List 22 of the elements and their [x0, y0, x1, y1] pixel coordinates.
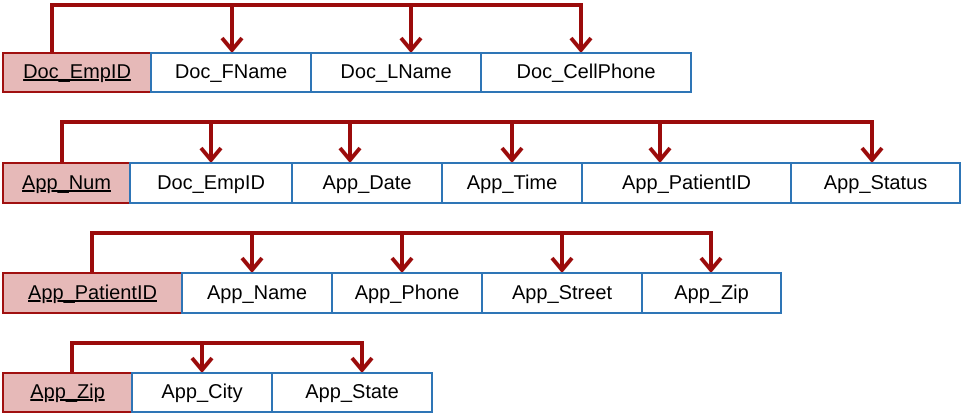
attribute-box: App_Time — [441, 162, 583, 204]
key-attribute-box: App_Num — [2, 162, 131, 204]
attribute-box: Doc_FName — [150, 52, 312, 93]
attribute-box: App_State — [271, 372, 433, 413]
key-attribute-box: App_Zip — [2, 372, 133, 413]
attribute-box: Doc_LName — [310, 52, 482, 93]
attribute-box: Doc_CellPhone — [480, 52, 692, 93]
attribute-box: App_City — [131, 372, 273, 413]
attribute-box: App_PatientID — [581, 162, 792, 204]
attribute-box: Doc_EmpID — [129, 162, 293, 204]
attribute-box: App_Phone — [331, 272, 483, 314]
dependency-arrow — [70, 341, 374, 372]
attribute-box: App_Status — [790, 162, 961, 204]
attribute-box: App_Street — [481, 272, 643, 314]
attribute-box: App_Date — [291, 162, 443, 204]
dependency-arrow — [50, 3, 593, 52]
attribute-box: App_Name — [181, 272, 333, 314]
attribute-box: App_Zip — [641, 272, 782, 314]
key-attribute-box: App_PatientID — [2, 272, 183, 314]
dependency-arrow — [90, 231, 723, 272]
dependency-arrow — [60, 120, 884, 162]
key-attribute-box: Doc_EmpID — [2, 52, 152, 93]
